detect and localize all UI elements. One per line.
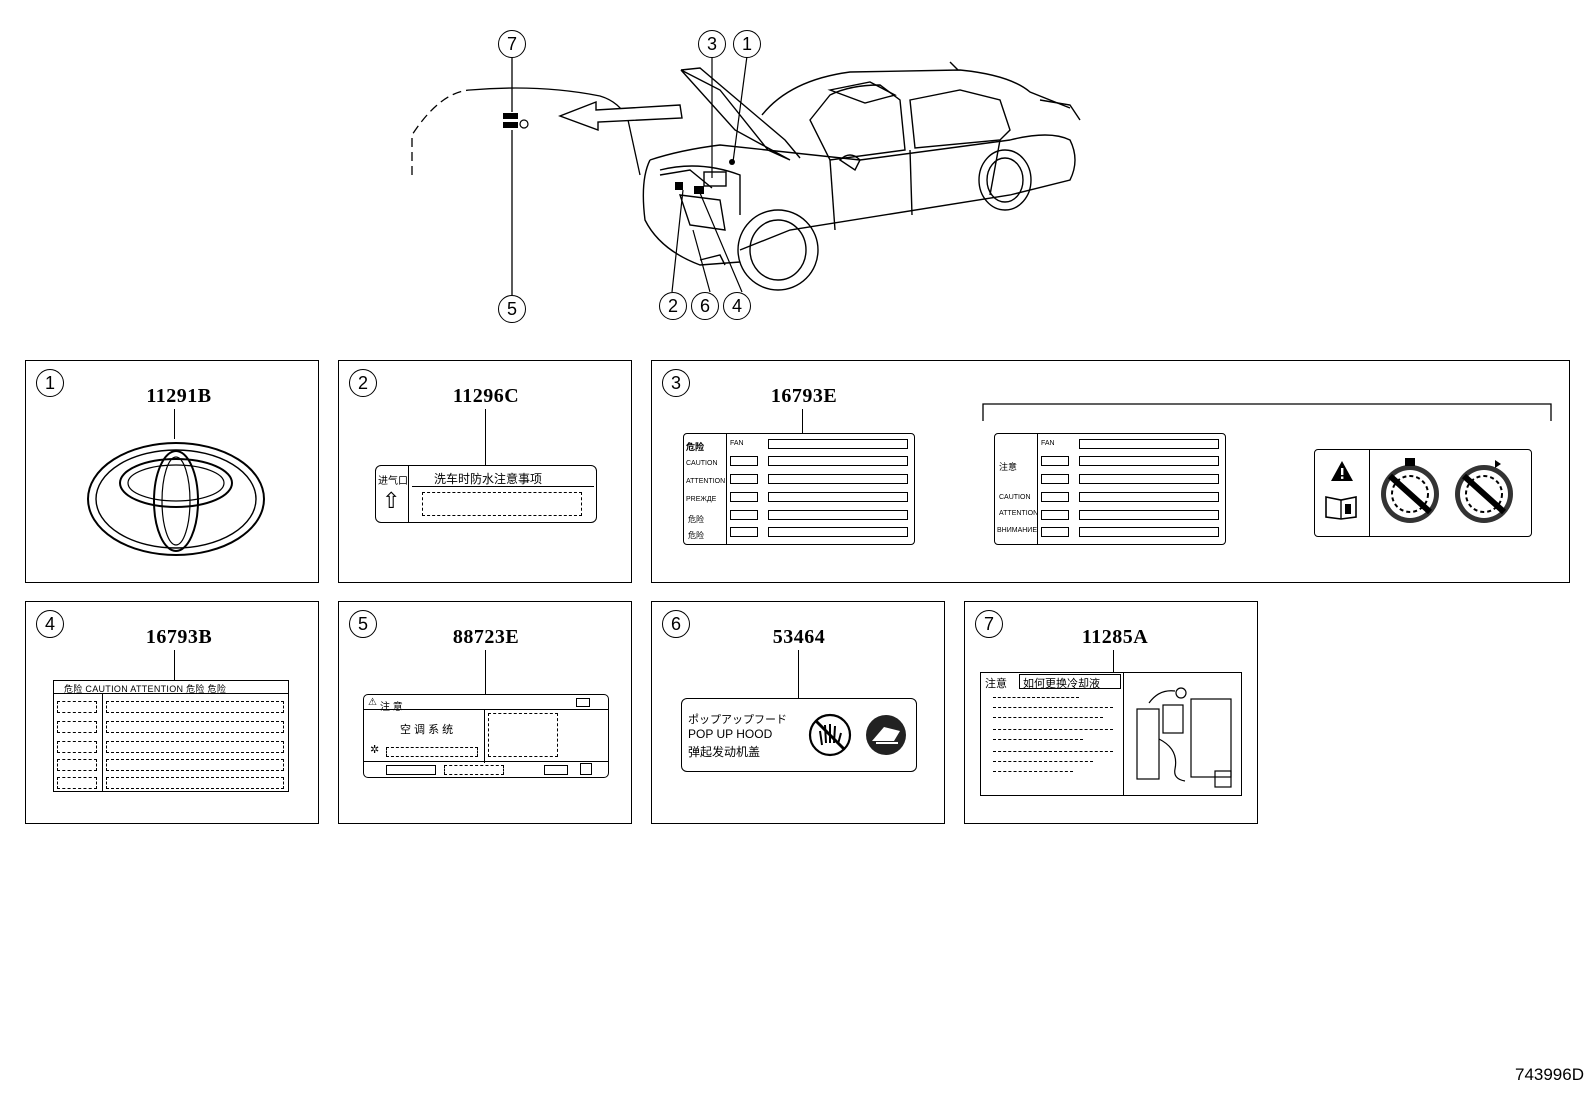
callout-4: 4: [723, 292, 751, 320]
label-3c-pictograms: [1314, 449, 1532, 537]
part-number-7: 11285A: [1081, 626, 1149, 648]
panel-4-number: 4: [36, 610, 64, 638]
label-6-en: POP UP HOOD: [688, 727, 773, 741]
no-hand-fan-icon: [1381, 458, 1439, 523]
part-number-4: 16793B: [145, 626, 213, 648]
label-4-header: 危险 CAUTION ATTENTION 危险 危险: [64, 684, 227, 694]
up-arrow-icon: ⇧: [382, 488, 401, 513]
callout-3: 3: [698, 30, 726, 58]
label-3a: 危险 CAUTION ATTENTION PRЕЖДЕ 危险 危险 FAN: [683, 433, 915, 545]
panel-6: 6 53464 ポップアップフード POP UP HOOD 弹起发动机盖: [651, 601, 945, 824]
car-illustration: [411, 55, 1081, 295]
label-6-jp: ポップアップフード: [688, 714, 787, 726]
panel-1: 1 11291B: [25, 360, 319, 583]
warning-small-icon: ⚠: [368, 697, 377, 708]
warning-triangle-icon: [1331, 461, 1353, 481]
label-6-cn: 弹起发动机盖: [688, 745, 761, 759]
label-5: 注 意 ⚠ 空 调 系 统 ✲: [363, 694, 609, 778]
no-reach-fan-icon: [1455, 460, 1513, 523]
panel-2-number: 2: [349, 369, 377, 397]
callout-5: 5: [498, 295, 526, 323]
part-number-2: 11296C: [452, 385, 520, 407]
label-3b: 注意 CAUTION ATTENTION ВНИМАНИЕ FAN: [994, 433, 1226, 545]
label-4: 危险 CAUTION ATTENTION 危险 危险: [53, 680, 289, 792]
panel-7: 7 11285A 注意 如何更换冷却液: [964, 601, 1258, 824]
figure-id: 743996D: [1514, 1065, 1584, 1084]
panel-3: 3 16793E 危险 CAUTION ATTENTION PRЕЖДЕ 危险 …: [651, 360, 1570, 583]
radiator-diagram-icon: [1136, 687, 1232, 788]
part-number-1: 11291B: [146, 385, 212, 407]
callout-7: 7: [498, 30, 526, 58]
hood-popup-icon: [866, 715, 906, 755]
panel-7-number: 7: [975, 610, 1003, 638]
panel-3-number: 3: [662, 369, 690, 397]
part-number-6: 53464: [772, 626, 826, 648]
sun-icon: ✲: [370, 744, 380, 756]
panel-2: 2 11296C 进气口 ⇧ 洗车时防水注意事项: [338, 360, 632, 583]
callout-6: 6: [691, 292, 719, 320]
label-6: ポップアップフード POP UP HOOD 弹起发动机盖: [681, 698, 917, 772]
panel-5-number: 5: [349, 610, 377, 638]
panel-5: 5 88723E 注 意 ⚠ 空 调 系 统 ✲: [338, 601, 632, 824]
label-7: 注意 如何更换冷却液: [980, 672, 1242, 796]
label-7-warn: 注意: [985, 678, 1007, 690]
manual-book-icon: [1325, 496, 1357, 520]
label-2-left: 进气口: [378, 476, 408, 487]
label-7-title: 如何更换冷却液: [1023, 678, 1100, 690]
panel-1-number: 1: [36, 369, 64, 397]
callout-2: 2: [659, 292, 687, 320]
no-hand-icon: [808, 713, 852, 757]
label-5-line1: 空 调 系 统: [400, 724, 454, 736]
part-number-3: 16793E: [770, 385, 838, 407]
panel-4: 4 16793B 危险 CAUTION ATTENTION 危险 危险: [25, 601, 319, 824]
toyota-emblem-icon: [87, 442, 265, 556]
label-5-header: 注 意: [380, 702, 403, 713]
bracket: [982, 403, 1552, 421]
part-number-5: 88723E: [452, 626, 520, 648]
callout-1: 1: [733, 30, 761, 58]
panel-6-number: 6: [662, 610, 690, 638]
label-2: 进气口 ⇧ 洗车时防水注意事项: [375, 465, 597, 523]
label-2-title: 洗车时防水注意事项: [434, 472, 543, 486]
